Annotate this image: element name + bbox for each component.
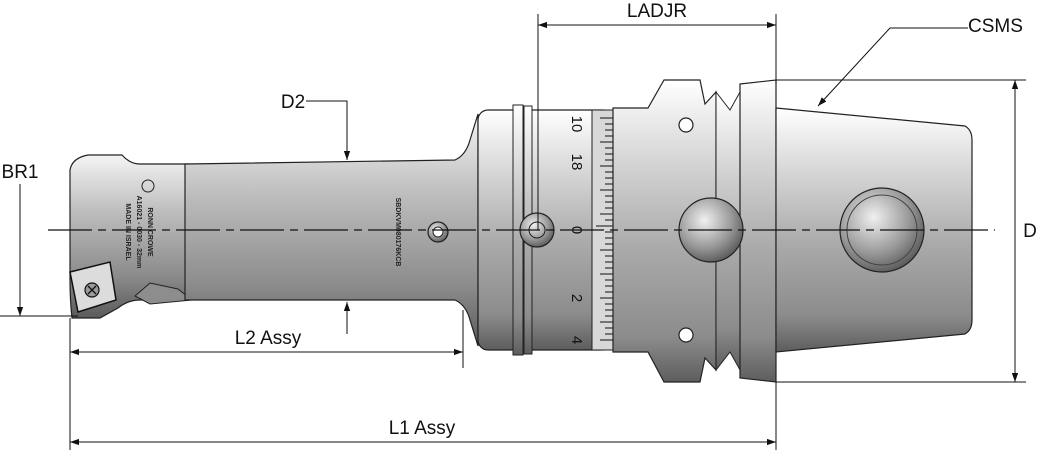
engraved-text: RONN CROWE A16021 - 0030 - 32mm MADE IN … (124, 179, 401, 269)
dimension-d2: D2 (281, 92, 351, 334)
label-d2: D2 (281, 92, 305, 113)
dimension-l2-assy: L2 Assy (69, 310, 464, 450)
flange-hole-bottom-icon (678, 327, 694, 343)
dimension-csms: CSMS (817, 16, 1023, 107)
label-d: D (1023, 221, 1037, 242)
engraving-line1: RONN CROWE (146, 207, 153, 257)
dimension-l1-assy: L1 Assy (70, 382, 777, 450)
dimension-br1: BR1 (0, 162, 78, 317)
label-br1: BR1 (2, 162, 39, 183)
engraving-part-number: SBDKVM080176KCB (394, 198, 401, 267)
engraving-line2: A16021 - 0030 - 32mm (135, 196, 142, 269)
scale-number-bottom: 4 (568, 336, 585, 344)
label-l2-assy: L2 Assy (235, 328, 302, 349)
dimension-ladjr: LADJR (537, 1, 777, 230)
dimension-d: D (776, 79, 1037, 383)
scale-number-2: 2 (568, 294, 585, 302)
boring-head-body: RONN CROWE A16021 - 0030 - 32mm MADE IN … (69, 79, 973, 383)
engraving-line3: MADE IN ISRAEL (124, 203, 131, 261)
flange-hole-top-icon (678, 117, 694, 133)
brand-logo-icon (141, 179, 155, 193)
label-csms: CSMS (968, 16, 1023, 37)
scale-number-top: 10 (568, 116, 585, 133)
scale-number-18: 18 (568, 154, 585, 171)
label-ladjr: LADJR (627, 1, 687, 22)
label-l1-assy: L1 Assy (389, 418, 456, 439)
